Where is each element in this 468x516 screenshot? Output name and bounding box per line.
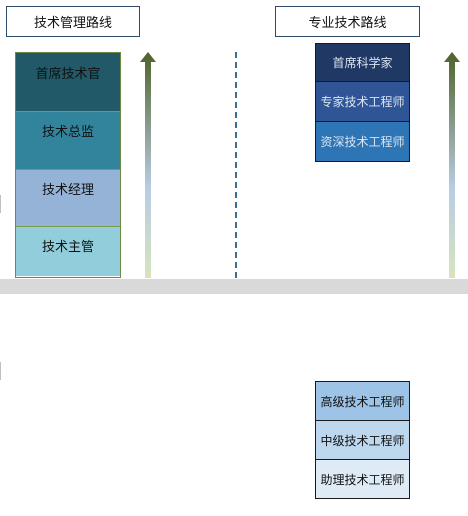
- prof-step-intermediate-engineer: 中级技术工程师: [315, 421, 410, 460]
- edge-tick: [0, 195, 1, 213]
- arrow-up-icon: [444, 52, 460, 278]
- prof-step-assistant-engineer: 助理技术工程师: [315, 460, 410, 499]
- mgmt-step-manager: 技术经理: [16, 169, 120, 226]
- management-track-title: 技术管理路线: [33, 16, 112, 31]
- page-break-band: [0, 279, 468, 294]
- professional-track-title: 专业技术路线: [308, 16, 387, 31]
- prof-step-label: 中级技术工程师: [320, 433, 405, 448]
- management-track-column: 首席技术官 技术总监 技术经理 技术主管: [15, 52, 121, 278]
- prof-step-label: 资深技术工程师: [320, 135, 405, 149]
- prof-step-label: 助理技术工程师: [320, 472, 405, 487]
- prof-step-expert-engineer: 专家技术工程师: [315, 82, 410, 122]
- prof-step-label: 专家技术工程师: [320, 95, 405, 109]
- track-divider: [235, 52, 237, 278]
- professional-track-header: 专业技术路线: [275, 6, 420, 37]
- mgmt-step-label: 技术主管: [41, 240, 94, 255]
- arrow-up-icon: [140, 52, 156, 278]
- mgmt-step-label: 技术总监: [41, 125, 94, 140]
- prof-step-label: 首席科学家: [332, 56, 393, 70]
- edge-tick: [0, 362, 1, 380]
- prof-step-senior-engineer: 资深技术工程师: [315, 122, 410, 162]
- mgmt-step-cto: 首席技术官: [16, 53, 120, 111]
- management-track-header: 技术管理路线: [6, 6, 140, 37]
- prof-step-chief-scientist: 首席科学家: [315, 43, 410, 82]
- mgmt-step-label: 技术经理: [41, 183, 94, 198]
- mgmt-step-director: 技术总监: [16, 111, 120, 169]
- prof-step-label: 高级技术工程师: [320, 394, 405, 409]
- mgmt-step-supervisor: 技术主管: [16, 226, 120, 276]
- prof-step-advanced-engineer: 高级技术工程师: [315, 381, 410, 421]
- mgmt-step-label: 首席技术官: [35, 67, 101, 82]
